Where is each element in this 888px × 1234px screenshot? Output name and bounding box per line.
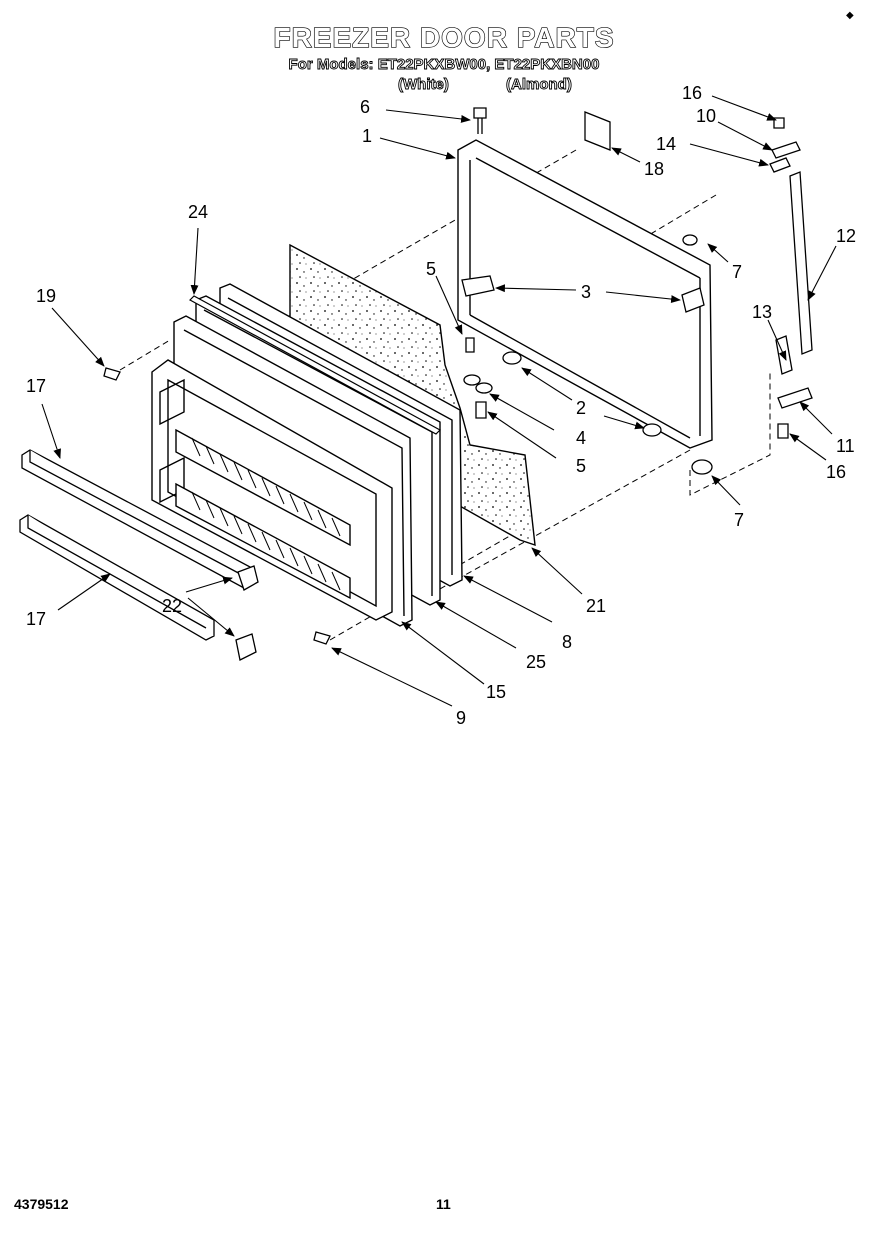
callout-22: 22 bbox=[162, 596, 182, 616]
callout-21: 21 bbox=[586, 596, 606, 616]
callout-25: 25 bbox=[526, 652, 546, 672]
callout-10: 10 bbox=[696, 106, 716, 126]
callout-11: 11 bbox=[836, 436, 855, 456]
inner-door-liner bbox=[151, 359, 393, 621]
diagram-title: FREEZER DOOR PARTS bbox=[273, 21, 615, 53]
callout-2: 2 bbox=[576, 398, 586, 418]
callout-7-lower: 7 bbox=[734, 510, 744, 530]
leader-arrows bbox=[41, 95, 837, 707]
gasket-strip bbox=[189, 295, 441, 435]
document-number: 4379512 bbox=[14, 1196, 69, 1212]
models-line: For Models: ET22PKXBW00, ET22PKXBN00 bbox=[288, 56, 600, 74]
callout-14: 14 bbox=[656, 134, 676, 154]
callout-16-upper: 16 bbox=[682, 83, 702, 103]
callout-12: 12 bbox=[836, 226, 856, 246]
callout-17-upper: 17 bbox=[26, 376, 46, 396]
callout-15: 15 bbox=[486, 682, 506, 702]
callout-labels: 6 1 24 19 17 17 22 5 3 18 16 10 14 12 7 … bbox=[26, 83, 856, 728]
callout-17-lower: 17 bbox=[26, 609, 46, 629]
callout-5-lower: 5 bbox=[576, 456, 586, 476]
outer-door-frame bbox=[457, 139, 713, 449]
hardware-parts bbox=[103, 107, 813, 645]
callout-8: 8 bbox=[562, 632, 572, 652]
corner-mark: ◆ bbox=[846, 10, 854, 21]
callout-5-upper: 5 bbox=[426, 259, 436, 279]
page-number: 11 bbox=[436, 1196, 451, 1212]
callout-9: 9 bbox=[456, 708, 466, 728]
callout-4: 4 bbox=[576, 428, 586, 448]
callout-16-lower: 16 bbox=[826, 462, 846, 482]
variant-almond: (Almond) bbox=[506, 76, 573, 94]
end-caps bbox=[235, 565, 259, 661]
trim-strips bbox=[19, 449, 253, 641]
variant-white: (White) bbox=[398, 76, 450, 94]
callout-13: 13 bbox=[752, 302, 772, 322]
callout-3: 3 bbox=[581, 282, 591, 302]
callout-1: 1 bbox=[362, 126, 372, 146]
callout-24: 24 bbox=[188, 202, 208, 222]
callout-18: 18 bbox=[644, 159, 664, 179]
callout-6: 6 bbox=[360, 97, 370, 117]
callout-19: 19 bbox=[36, 286, 56, 306]
callout-7-upper: 7 bbox=[732, 262, 742, 282]
